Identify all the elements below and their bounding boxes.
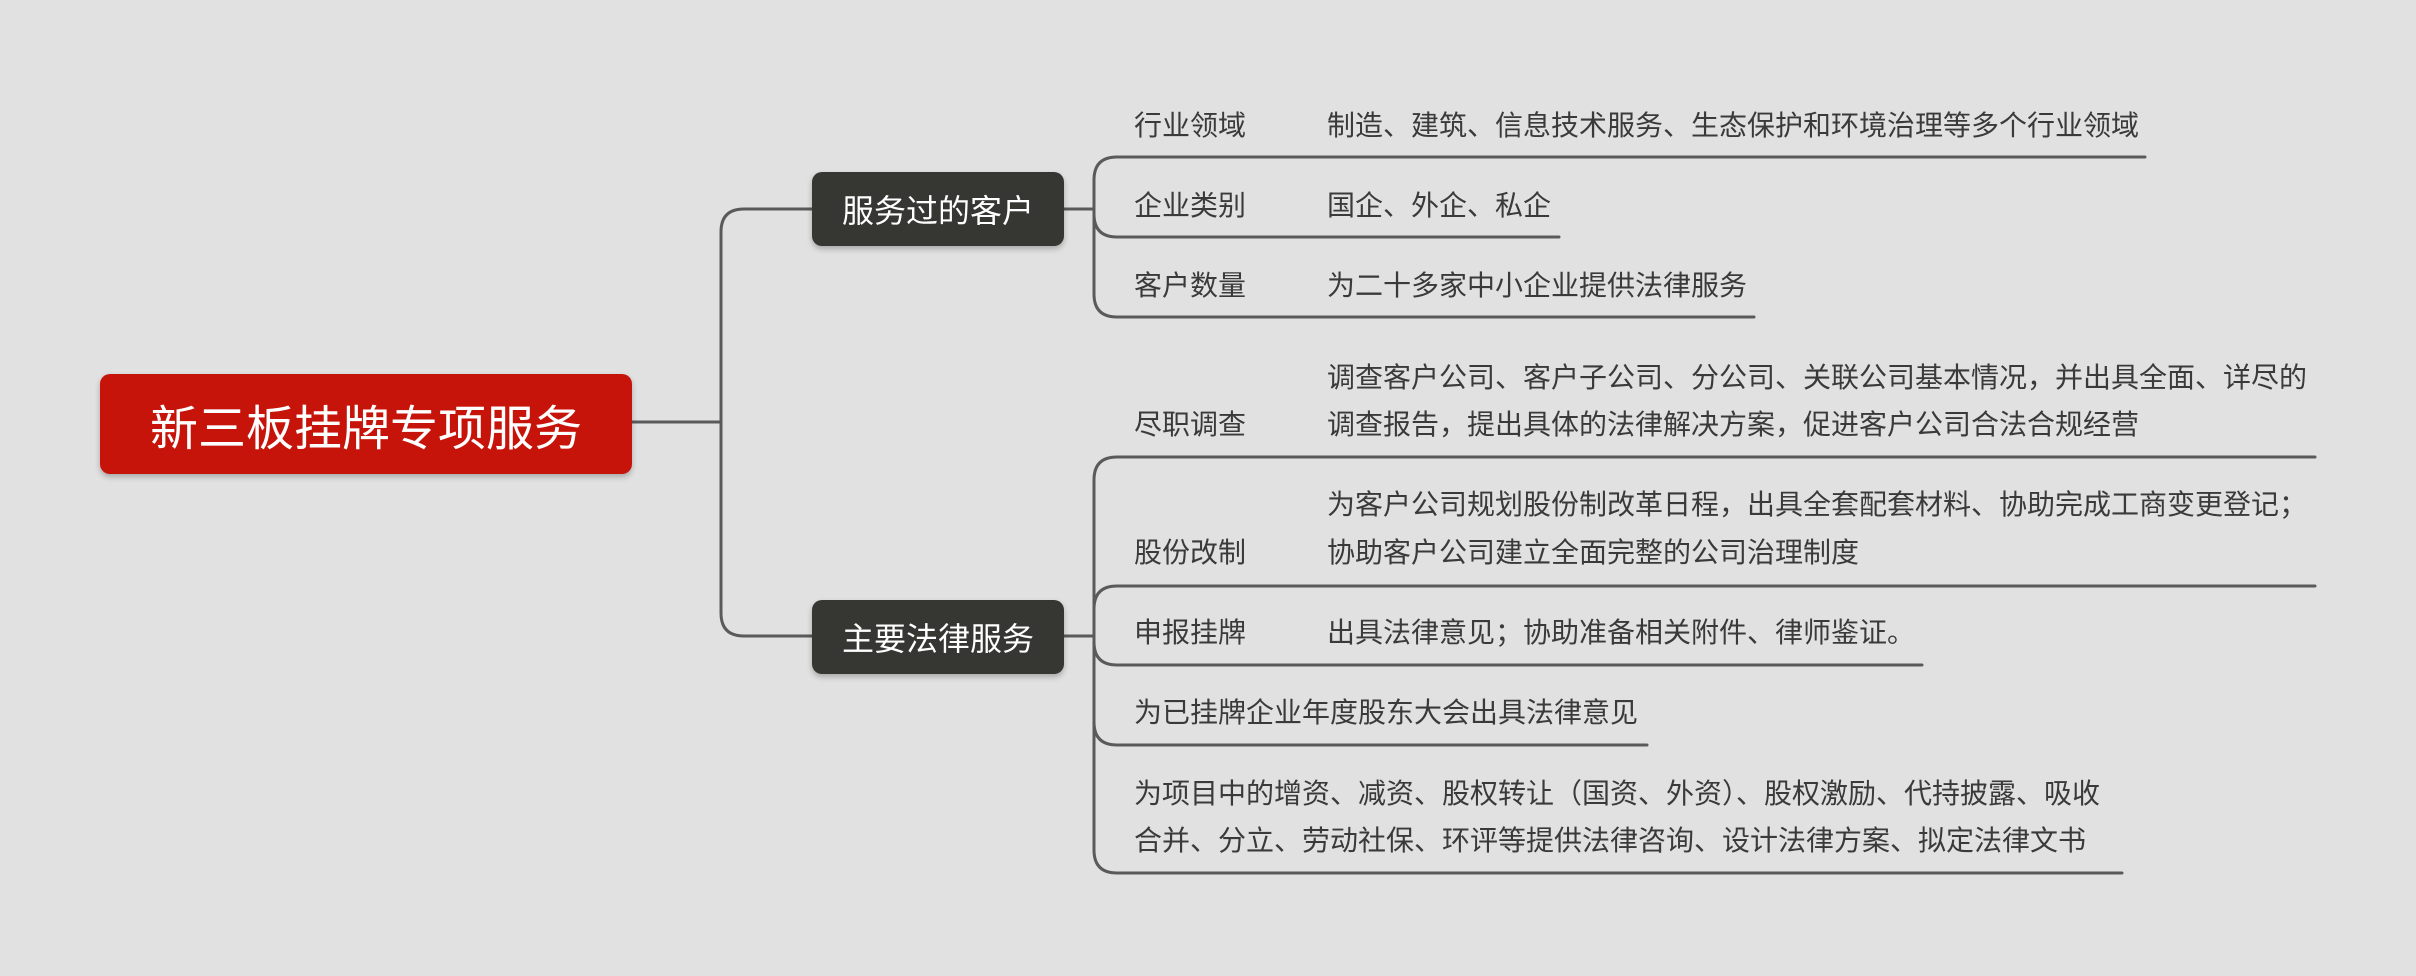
detail-due-diligence-line1[interactable]: 调查客户公司、客户子公司、分公司、关联公司基本情况，并出具全面、详尽的 xyxy=(1327,361,2308,394)
branch-served-clients[interactable]: 服务过的客户 xyxy=(812,172,1064,246)
topic-client-count[interactable]: 客户数量 xyxy=(1134,269,1247,302)
detail-client-count[interactable]: 为二十多家中小企业提供法律服务 xyxy=(1327,269,1748,302)
root-topic[interactable]: 新三板挂牌专项服务 xyxy=(100,374,632,474)
detail-due-diligence-line2[interactable]: 调查报告，提出具体的法律解决方案，促进客户公司合法合规经营 xyxy=(1327,408,2140,441)
topic-listing-application[interactable]: 申报挂牌 xyxy=(1134,616,1247,649)
root-topic-label: 新三板挂牌专项服务 xyxy=(149,401,582,457)
detail-share-reform-line2[interactable]: 协助客户公司建立全面完整的公司治理制度 xyxy=(1327,536,1860,569)
connector-clients-items xyxy=(1092,155,2147,319)
topic-annual-meeting-opinion[interactable]: 为已挂牌企业年度股东大会出具法律意见 xyxy=(1134,696,1639,729)
detail-industry[interactable]: 制造、建筑、信息技术服务、生态保护和环境治理等多个行业领域 xyxy=(1327,109,2140,142)
topic-due-diligence[interactable]: 尽职调查 xyxy=(1134,408,1247,441)
branch-main-legal-services[interactable]: 主要法律服务 xyxy=(812,600,1064,674)
connector-legal-items xyxy=(1092,455,2317,875)
branch-served-clients-label: 服务过的客户 xyxy=(841,192,1034,230)
topic-share-reform[interactable]: 股份改制 xyxy=(1134,536,1247,569)
detail-listing-application[interactable]: 出具法律意见；协助准备相关附件、律师鉴证。 xyxy=(1327,616,1916,649)
topic-industry[interactable]: 行业领域 xyxy=(1134,109,1247,142)
detail-enterprise-type[interactable]: 国企、外企、私企 xyxy=(1327,189,1552,222)
branch-main-legal-services-label: 主要法律服务 xyxy=(841,620,1034,658)
topic-project-consulting-line2[interactable]: 合并、分立、劳动社保、环评等提供法律咨询、设计法律方案、拟定法律文书 xyxy=(1134,824,2087,857)
topic-enterprise-type[interactable]: 企业类别 xyxy=(1134,189,1247,222)
connector-root-branches xyxy=(719,207,844,638)
topic-project-consulting-line1[interactable]: 为项目中的增资、减资、股权转让（国资、外资）、股权激励、代持披露、吸收 xyxy=(1134,777,2101,810)
detail-share-reform-line1[interactable]: 为客户公司规划股份制改革日程，出具全套配套材料、协助完成工商变更登记； xyxy=(1327,488,2308,521)
